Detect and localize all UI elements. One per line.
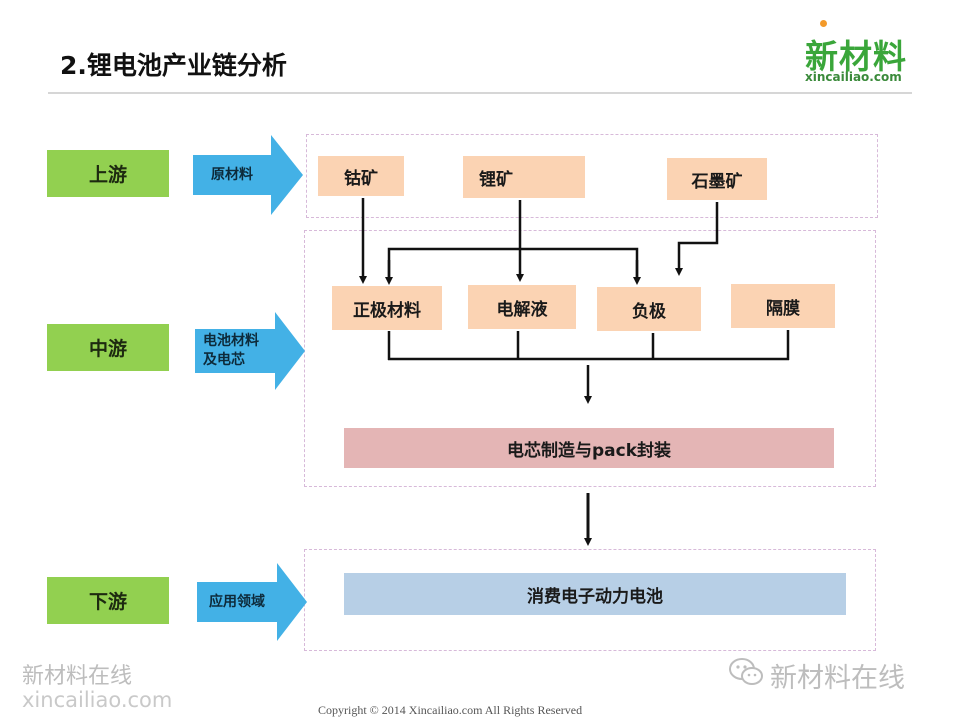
box-lithium-ore: 锂矿 (463, 156, 585, 198)
box-separator: 隔膜 (731, 284, 835, 328)
page-title: 2.锂电池产业链分析 (60, 51, 287, 80)
arrow-raw-materials-label: 原材料 (193, 155, 271, 195)
copyright: Copyright © 2014 Xincailiao.com All Righ… (318, 703, 583, 717)
box-electrolyte: 电解液 (468, 285, 576, 329)
logo-text: 新材料 (805, 37, 907, 76)
arrow-label-line1: 电池材料 (203, 333, 259, 349)
arrow-head (275, 312, 305, 390)
box-graphite-ore: 石墨矿 (667, 158, 767, 200)
logo-dot (820, 20, 827, 27)
arrow-head (271, 135, 303, 215)
arrow-applications-label: 应用领域 (197, 582, 277, 622)
watermark-right: 新材料在线 (770, 663, 905, 694)
arrow-applications: 应用领域 (197, 563, 307, 641)
connector-lithium-branch (387, 247, 639, 280)
upstream-region (306, 134, 878, 218)
stage-midstream: 中游 (47, 324, 169, 371)
box-cobalt-ore: 钴矿 (318, 156, 404, 196)
arrow-battery-materials-label: 电池材料 及电芯 (195, 329, 275, 373)
arrow-raw-materials: 原材料 (193, 135, 303, 215)
arrow-head (277, 563, 307, 641)
bar-consumer-power-battery: 消费电子动力电池 (344, 573, 846, 615)
arrow-label-line2: 及电芯 (203, 352, 245, 368)
wechat-icon (729, 658, 763, 685)
box-cathode-material: 正极材料 (332, 286, 442, 330)
arrow-battery-materials: 电池材料 及电芯 (195, 312, 305, 390)
stage-downstream: 下游 (47, 577, 169, 624)
logo-url: xincailiao.com (805, 70, 902, 84)
watermark-left-en: xincailiao.com (22, 688, 173, 712)
bar-cell-manufacturing: 电芯制造与pack封装 (344, 428, 834, 468)
watermark-left-cn: 新材料在线 (22, 664, 133, 689)
title-divider (48, 92, 912, 94)
box-anode: 负极 (597, 287, 701, 331)
connector-graphite-to-anode (675, 202, 719, 276)
stage-upstream: 上游 (47, 150, 169, 197)
